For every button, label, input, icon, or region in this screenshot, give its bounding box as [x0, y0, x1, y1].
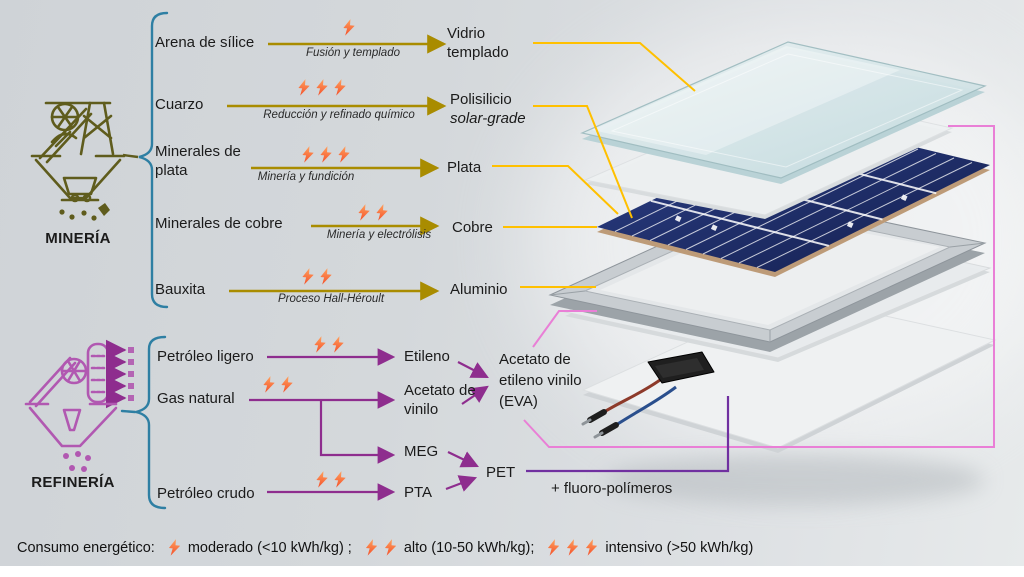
arrow-meg-pet [447, 451, 479, 468]
legend-item-alto: alto (10-50 kWh/kg); [362, 539, 535, 556]
glass-layer [580, 41, 987, 184]
energy-bolt-icon [567, 538, 580, 556]
callout-polisilicio-to-cells [533, 105, 633, 219]
solar-panel-exploded-illustration [548, 41, 997, 506]
energy-bolt-icon [168, 538, 181, 556]
label-fluoro-polimeros: + fluoro-polímeros [551, 480, 673, 497]
energy-bolt-icon [358, 203, 371, 221]
product-meg: MEG [404, 443, 439, 460]
arrow-gas-meg [319, 400, 396, 464]
energy-bolt-icon [263, 375, 276, 393]
energy-bolt-icon [281, 375, 294, 393]
energy-bolts [548, 539, 597, 556]
source-bauxita: Bauxita [155, 281, 206, 298]
energy-bolts [169, 539, 180, 556]
energy-bolt-icon [586, 538, 599, 556]
energy-bolts [299, 79, 346, 96]
refinery-icon [24, 339, 134, 472]
source-cuarzo: Cuarzo [155, 96, 204, 113]
energy-bolt-icon [320, 145, 333, 163]
product-cobre: Cobre [452, 219, 493, 236]
bottom-margin [0, 566, 1024, 577]
arrow-etileno-eva [457, 361, 489, 379]
energy-bolts [366, 539, 396, 556]
callout-eva-to-sheet-1 [532, 310, 597, 348]
energy-bolt-icon [314, 335, 327, 353]
legend-item-label: alto (10-50 kWh/kg); [403, 539, 535, 556]
energy-legend: Consumo energético: moderado (<10 kWh/kg… [17, 539, 753, 556]
callout-plata-to-cells [492, 165, 619, 215]
product-aluminio: Aluminio [450, 281, 508, 298]
energy-bolts [359, 204, 388, 221]
legend-item-label: intensivo (>50 kWh/kg) [605, 539, 754, 556]
product-acetato-de-vinilo: Acetato de vinilo [404, 382, 476, 418]
legend-title: Consumo energético: [17, 539, 155, 556]
refinery-bracket-connector [120, 409, 137, 414]
label-eva: Acetato de etileno vinilo (EVA) [499, 351, 582, 410]
mining-caption: MINERÍA [45, 230, 111, 247]
energy-bolt-icon [334, 78, 347, 96]
refinery-caption: REFINERÍA [31, 474, 115, 491]
energy-bolts [315, 336, 344, 353]
junction-box [581, 351, 715, 439]
energy-bolt-icon [334, 470, 347, 488]
product-pta: PTA [404, 484, 433, 501]
source-gas-natural: Gas natural [157, 390, 235, 407]
energy-bolts [303, 146, 350, 163]
energy-bolts [344, 19, 355, 36]
energy-bolt-icon [548, 538, 561, 556]
energy-bolt-icon [302, 145, 315, 163]
source-arena-de-silice: Arena de sílice [155, 34, 255, 51]
energy-bolt-icon [365, 538, 378, 556]
energy-bolts [264, 376, 293, 393]
energy-bolt-icon [316, 470, 329, 488]
source-minerales-de-plata: Minerales de plata [155, 143, 241, 179]
energy-bolt-icon [376, 203, 389, 221]
source-petroleo-crudo: Petróleo crudo [157, 485, 255, 502]
process-reduccion-refinado: Reducción y refinado químico [263, 109, 415, 121]
legend-item-label: moderado (<10 kWh/kg) ; [187, 539, 352, 556]
source-petroleo-ligero: Petróleo ligero [157, 348, 254, 365]
energy-bolt-icon [316, 78, 329, 96]
source-minerales-de-cobre: Minerales de cobre [155, 215, 283, 232]
legend-item-intensivo: intensivo (>50 kWh/kg) [544, 539, 753, 556]
product-etileno: Etileno [404, 348, 450, 365]
process-mineria-electrolisis: Minería y electrólisis [326, 229, 432, 241]
energy-bolts [317, 471, 346, 488]
legend-item-moderado: moderado (<10 kWh/kg) ; [165, 539, 352, 556]
process-fusion-templado: Fusión y templado [306, 47, 400, 59]
callout-pet-to-backsheet [526, 396, 730, 473]
label-pet: PET [486, 464, 516, 481]
panel-shadow [605, 454, 985, 506]
energy-bolt-icon [302, 267, 315, 285]
energy-bolt-icon [298, 78, 311, 96]
energy-bolts [303, 268, 332, 285]
arrow-pta-pet [445, 475, 478, 492]
mining-bracket [138, 11, 169, 309]
energy-bolt-icon [343, 18, 356, 36]
callout-eva-to-sheet-2 [523, 125, 995, 448]
mining-icon [30, 101, 126, 221]
energy-bolt-icon [332, 335, 345, 353]
energy-bolt-icon [338, 145, 351, 163]
process-hall-heroult: Proceso Hall-Héroult [277, 293, 385, 305]
arrow-acetato-eva [461, 385, 489, 405]
product-plata: Plata [447, 159, 482, 176]
mining-bracket-connector [122, 153, 139, 159]
product-vidrio-templado: Vidrio templado [447, 25, 509, 61]
process-mineria-fundicion: Minería y fundición [257, 171, 355, 183]
energy-bolt-icon [384, 538, 397, 556]
callout-vidrio-to-glass [533, 42, 696, 92]
energy-bolt-icon [320, 267, 333, 285]
